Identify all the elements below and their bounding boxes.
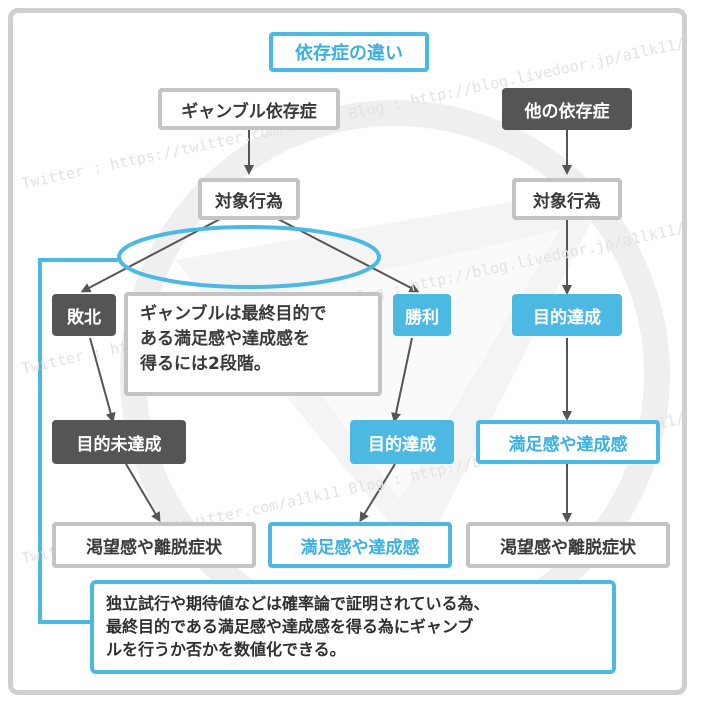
highlight-bracket	[38, 258, 120, 624]
win-box: 勝利	[393, 294, 451, 336]
gambling-addiction-box: ギャンブル依存症	[158, 88, 340, 130]
right-satisfaction-box: 満足感や達成感	[476, 420, 660, 464]
arrow-defeat-to-notachieved	[89, 337, 116, 423]
left-action-box: 対象行為	[198, 178, 300, 220]
explanation-line: ある満足感や達成感を	[140, 329, 310, 349]
left-craving-box: 渇望感や離脱症状	[52, 522, 256, 568]
explanation-line: 得るには2段階。	[140, 354, 271, 374]
arrow-notachieved-to-craving	[125, 463, 161, 523]
explanation-line: ギャンブルは最終目的で	[140, 304, 327, 324]
bottom-note: 独立試行や期待値などは確率論で証明されている為、 最終目的である満足感や達成感を…	[90, 580, 616, 674]
bottom-note-line: ルを行うか否かを数値化できる。	[106, 640, 346, 659]
defeat-box: 敗北	[52, 294, 116, 336]
diagram-title: 依存症の違い	[269, 32, 429, 72]
explanation-note: ギャンブルは最終目的で ある満足感や達成感を 得るには2段階。	[124, 292, 382, 396]
right-action-box: 対象行為	[512, 178, 622, 220]
right-goal-achieved-box: 目的達成	[512, 294, 622, 336]
bottom-note-line: 最終目的である満足感や達成感を得る為にギャンブ	[106, 617, 474, 636]
highlight-ellipse	[117, 225, 381, 289]
right-craving-box: 渇望感や離脱症状	[466, 522, 670, 568]
bottom-note-line: 独立試行や期待値などは確率論で証明されている為、	[106, 594, 490, 613]
other-addiction-box: 他の依存症	[502, 88, 632, 130]
left-satisfaction-box: 満足感や達成感	[268, 522, 452, 568]
arrow-achieved-to-satisfaction	[359, 463, 396, 523]
left-goal-achieved-box: 目的達成	[350, 420, 454, 464]
goal-not-achieved-box: 目的未達成	[52, 420, 186, 464]
arrow-win-to-achieved	[391, 337, 413, 423]
